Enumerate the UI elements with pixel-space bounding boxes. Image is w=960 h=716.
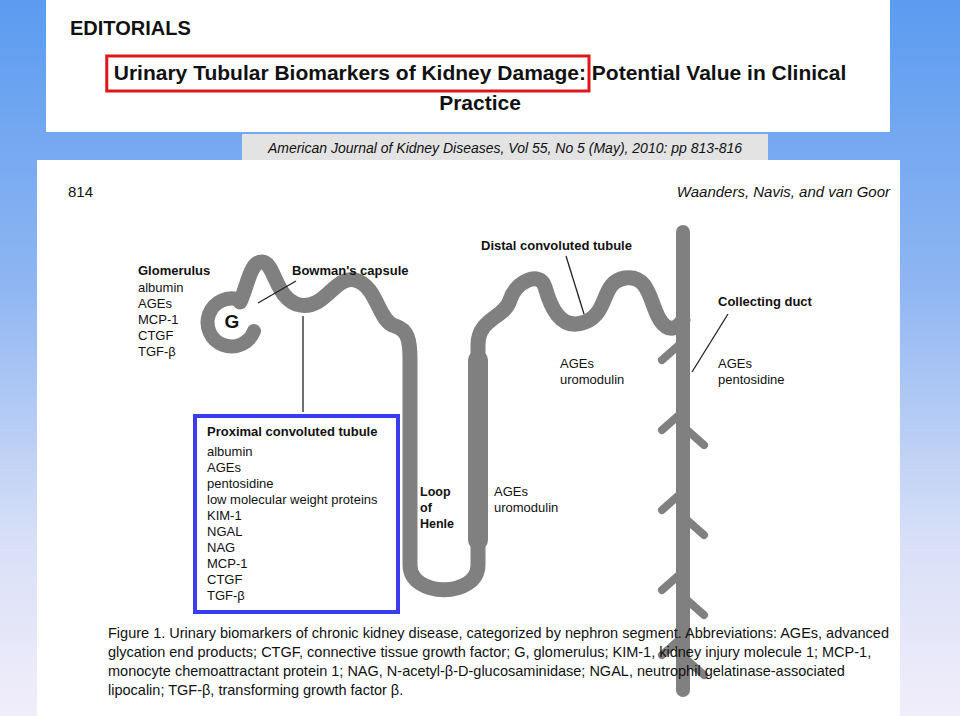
- biomarker: albumin: [138, 280, 184, 296]
- leader-line: [258, 281, 296, 303]
- biomarker: AGEs: [560, 356, 594, 372]
- biomarker: pentosidine: [718, 372, 785, 388]
- segment-name: Collecting duct: [718, 294, 812, 310]
- biomarker: MCP-1: [207, 556, 386, 572]
- biomarker: NAG: [207, 540, 386, 556]
- biomarker: AGEs: [207, 460, 386, 476]
- figure-panel: [37, 160, 900, 716]
- header-panel: [46, 0, 890, 132]
- biomarker: uromodulin: [494, 500, 558, 516]
- segment-box: Proximal convoluted tubule albuminAGEspen…: [193, 414, 400, 614]
- biomarker: TGF-β: [207, 588, 386, 604]
- segment-name: Loop of Henle: [420, 484, 464, 532]
- biomarker: TGF-β: [138, 344, 176, 360]
- biomarker: KIM-1: [207, 508, 386, 524]
- biomarker: pentosidine: [207, 476, 386, 492]
- collecting-duct: [676, 232, 690, 690]
- biomarker: MCP-1: [138, 312, 178, 328]
- biomarker: uromodulin: [560, 372, 624, 388]
- biomarker: low molecular weight proteins: [207, 492, 386, 508]
- figure-caption: Figure 1. Urinary biomarkers of chronic …: [108, 624, 894, 700]
- segment-name: Glomerulus: [138, 263, 210, 279]
- leader-line: [302, 316, 303, 412]
- biomarker: AGEs: [138, 296, 172, 312]
- biomarker: AGEs: [718, 356, 752, 372]
- thick-ascending-limb: [468, 360, 488, 540]
- section-heading: EDITORIALS: [70, 16, 191, 41]
- segment-name: Distal convoluted tubule: [481, 238, 632, 254]
- citation-band: [242, 134, 768, 160]
- segment-name: Bowman's capsule: [292, 263, 409, 279]
- article-title: Urinary Tubular Biomarkers of Kidney Dam…: [100, 58, 860, 118]
- biomarker: albumin: [207, 444, 386, 460]
- biomarker: CTGF: [138, 328, 173, 344]
- journal-citation: American Journal of Kidney Diseases, Vol…: [268, 139, 742, 157]
- biomarker: NGAL: [207, 524, 386, 540]
- biomarker: AGEs: [494, 484, 528, 500]
- bowman-capsule: [208, 298, 254, 346]
- page-number: 814: [68, 182, 93, 201]
- biomarker: CTGF: [207, 572, 386, 588]
- author-line: Waanders, Navis, and van Goor: [677, 182, 890, 201]
- glomerulus-letter: G: [225, 310, 240, 334]
- segment-name: Proximal convoluted tubule: [207, 424, 386, 440]
- leader-line: [566, 256, 584, 314]
